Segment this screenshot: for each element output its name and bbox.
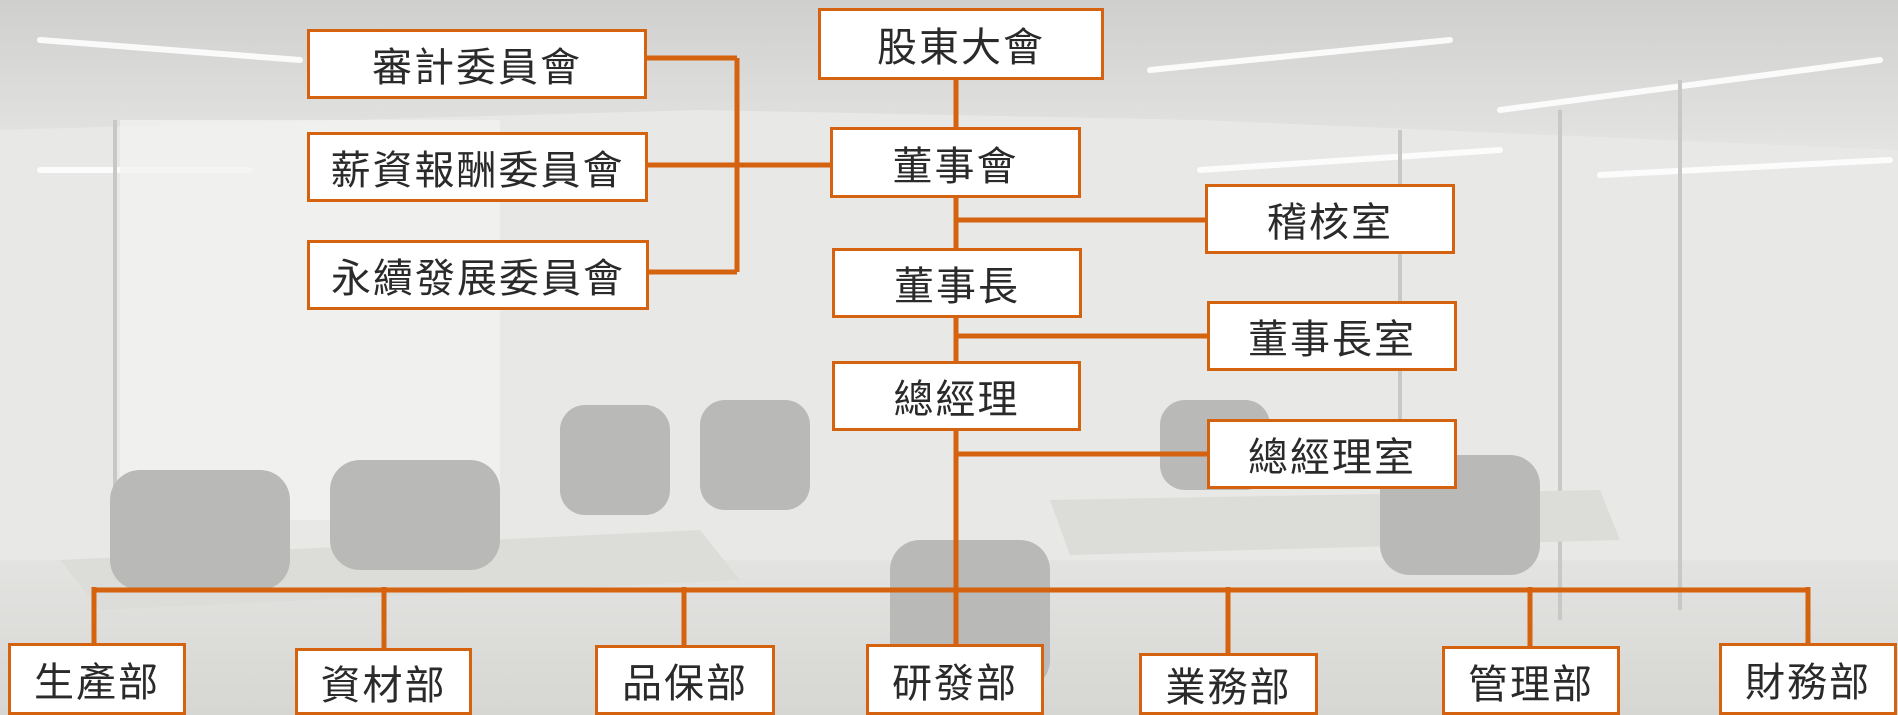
node-general-manager: 總經理 [832, 361, 1081, 431]
node-shareholders-meeting: 股東大會 [818, 8, 1104, 80]
dept-research-development: 研發部 [866, 644, 1044, 715]
dept-sales: 業務部 [1139, 653, 1318, 715]
node-chairman-office: 董事長室 [1207, 301, 1457, 371]
node-chairman: 董事長 [832, 248, 1082, 318]
node-sustainability-committee: 永續發展委員會 [307, 240, 649, 310]
node-gm-office: 總經理室 [1207, 419, 1457, 489]
dept-materials: 資材部 [295, 648, 472, 715]
dept-finance: 財務部 [1719, 643, 1897, 715]
node-audit-committee: 審計委員會 [307, 29, 647, 99]
node-remuneration-committee: 薪資報酬委員會 [307, 132, 648, 202]
dept-quality-assurance: 品保部 [595, 645, 775, 715]
dept-production: 生產部 [8, 643, 186, 715]
node-board-of-directors: 董事會 [830, 127, 1081, 198]
node-audit-office: 稽核室 [1205, 184, 1455, 254]
dept-administration: 管理部 [1442, 646, 1620, 715]
